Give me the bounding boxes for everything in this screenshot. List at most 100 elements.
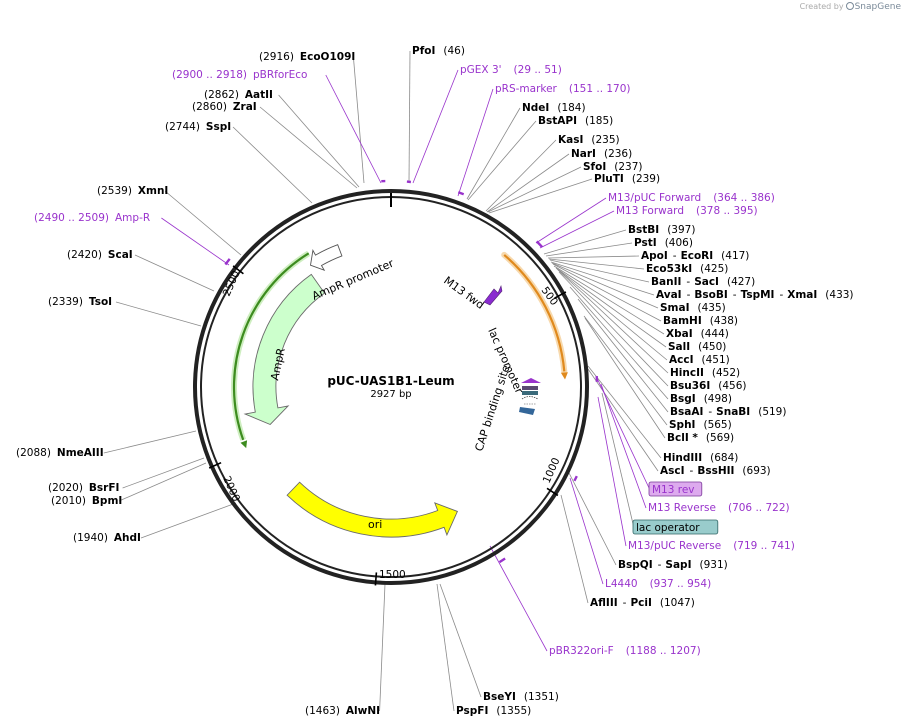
leader-line [558, 271, 669, 387]
map-label-23[interactable]: BanII-SacI(427) [651, 276, 755, 288]
map-label-34[interactable]: BsaAI-SnaBI(519) [670, 406, 786, 418]
map-label-9[interactable]: BstAPI(185) [538, 115, 613, 127]
map-label-47[interactable]: BspQI-SapI(931) [618, 559, 728, 571]
map-label-33[interactable]: BsgI(498) [670, 393, 732, 405]
leader-line [551, 262, 659, 309]
plasmid-title-block: pUC-UAS1B1-Leum 2927 bp [300, 374, 482, 400]
ruler-label-2500: 2500 [221, 269, 243, 298]
map-label-43[interactable]: M13 Reverse(706 .. 722) [648, 502, 790, 514]
leader-line [583, 315, 668, 426]
map-label-51[interactable]: BseYI(1351) [483, 691, 559, 703]
map-label-29[interactable]: SalI(450) [668, 341, 726, 353]
map-label-40[interactable]: (2020)BsrFI [48, 482, 119, 494]
leader-line [535, 197, 607, 244]
map-label-53[interactable]: PspFI(1355) [456, 705, 531, 717]
map-label-37[interactable]: (2088)NmeAIII [16, 447, 104, 459]
leader-line [259, 106, 358, 189]
map-label-0[interactable]: (2916)EcoO109I [259, 51, 355, 63]
map-label-2[interactable]: (2900 .. 2918)pBRforEco [172, 69, 307, 81]
leader-line [140, 502, 237, 539]
map-label-22[interactable]: Eco53kI(425) [646, 263, 728, 275]
map-label-14[interactable]: (2539)XmnI [97, 185, 168, 197]
map-label-25[interactable]: (2339)TsoI [48, 296, 112, 308]
map-label-44[interactable]: lac operator [636, 522, 700, 534]
map-label-46[interactable]: M13/pUC Reverse(719 .. 741) [628, 540, 795, 552]
leader-line [118, 462, 207, 502]
leader-line [601, 392, 635, 529]
map-label-10[interactable]: KasI(235) [558, 134, 620, 146]
primer-mark[interactable] [457, 191, 465, 196]
map-label-26[interactable]: SmaI(435) [660, 302, 726, 314]
leader-line [545, 242, 633, 257]
leader-line [587, 368, 659, 472]
primer-mark[interactable] [573, 475, 578, 482]
map-label-7[interactable]: NdeI(184) [522, 102, 586, 114]
map-label-21[interactable]: (2420)ScaI [67, 249, 133, 261]
snapgene-wordmark: SnapGene [854, 2, 901, 12]
map-label-27[interactable]: BamHI(438) [663, 315, 738, 327]
leader-line [566, 468, 617, 566]
map-label-31[interactable]: HincII(452) [670, 367, 740, 379]
map-label-24[interactable]: AvaI-BsoBI-TspMI-XmaI(433) [656, 289, 854, 301]
map-label-41[interactable]: (2010)BpmI [51, 495, 122, 507]
ruler-ticks [208, 265, 567, 586]
ruler-tick [554, 291, 567, 299]
leader-line [439, 583, 482, 698]
map-label-48[interactable]: L4440(937 .. 954) [605, 578, 711, 590]
leader-line [467, 120, 537, 201]
map-label-3[interactable]: pGEX 3'(29 .. 51) [460, 64, 562, 76]
map-label-20[interactable]: ApoI-EcoRI(417) [641, 250, 749, 262]
map-label-35[interactable]: SphI(565) [669, 419, 732, 431]
map-label-52[interactable]: (1463)AlwNI [305, 705, 380, 717]
map-label-38[interactable]: HindIII(684) [663, 452, 738, 464]
map-label-11[interactable]: NarI(236) [571, 148, 632, 160]
leader-line [547, 255, 640, 259]
feature-ampr[interactable] [243, 273, 326, 426]
leader-line [556, 268, 668, 361]
plasmid-name: pUC-UAS1B1-Leum [327, 374, 455, 388]
map-label-36[interactable]: BclI *(569) [667, 432, 734, 444]
feature-ori[interactable] [286, 481, 459, 538]
map-label-17[interactable]: (2490 .. 2509)Amp-R [34, 212, 150, 224]
annotation-labels: (2916)EcoO109I PfoI(46) (2900 .. 2918)pBRf… [16, 45, 854, 717]
map-label-32[interactable]: Bsu36I(456) [670, 380, 746, 392]
map-label-18[interactable]: BstBI(397) [628, 224, 695, 236]
map-label-15[interactable]: M13/pUC Forward(364 .. 386) [608, 192, 775, 204]
ruler-tick [374, 572, 378, 586]
map-label-42[interactable]: M13 rev [652, 484, 695, 496]
map-label-8[interactable]: (2744)SspI [165, 121, 231, 133]
primer-mark[interactable] [224, 258, 231, 266]
leader-line [436, 583, 455, 712]
lac-promoter-arrow-icon[interactable] [521, 378, 541, 405]
m13-fwd-arrow-icon[interactable] [483, 284, 503, 306]
map-label-50[interactable]: pBR322ori-F(1188 .. 1207) [549, 645, 701, 657]
map-label-4[interactable]: (2862)AatII [204, 89, 273, 101]
leader-line [552, 263, 662, 322]
map-label-5[interactable]: (2860)ZraI [192, 101, 257, 113]
primer-mark[interactable] [535, 240, 544, 248]
map-label-45[interactable]: (1940)AhdI [73, 532, 141, 544]
feature-ampr-promoter[interactable] [309, 244, 343, 272]
cap-binding-site-icon[interactable] [519, 407, 535, 415]
leader-line [485, 139, 557, 212]
leader-line [488, 178, 593, 214]
leader-line [232, 126, 313, 204]
map-label-16[interactable]: M13 Forward(378 .. 395) [616, 205, 758, 217]
map-label-49[interactable]: AflIII-PciI(1047) [590, 597, 695, 609]
map-label-6[interactable]: pRS-marker(151 .. 170) [495, 83, 631, 95]
map-label-28[interactable]: XbaI(444) [666, 328, 729, 340]
primer-mark[interactable] [498, 557, 506, 564]
map-label-30[interactable]: AccI(451) [669, 354, 730, 366]
leader-line [164, 190, 242, 256]
map-label-19[interactable]: PstI(406) [634, 237, 693, 249]
leader-line [489, 545, 548, 652]
map-label-1[interactable]: PfoI(46) [412, 45, 465, 57]
map-label-13[interactable]: PluTI(239) [594, 173, 660, 185]
leader-line [549, 259, 650, 283]
map-label-12[interactable]: SfoI(237) [583, 161, 643, 173]
ampr-outer-arc [232, 252, 310, 441]
leader-line [557, 269, 669, 374]
feature-m13-fwd-label: M13 fwd [441, 274, 486, 312]
map-label-39[interactable]: AscI-BssHII(693) [660, 465, 771, 477]
